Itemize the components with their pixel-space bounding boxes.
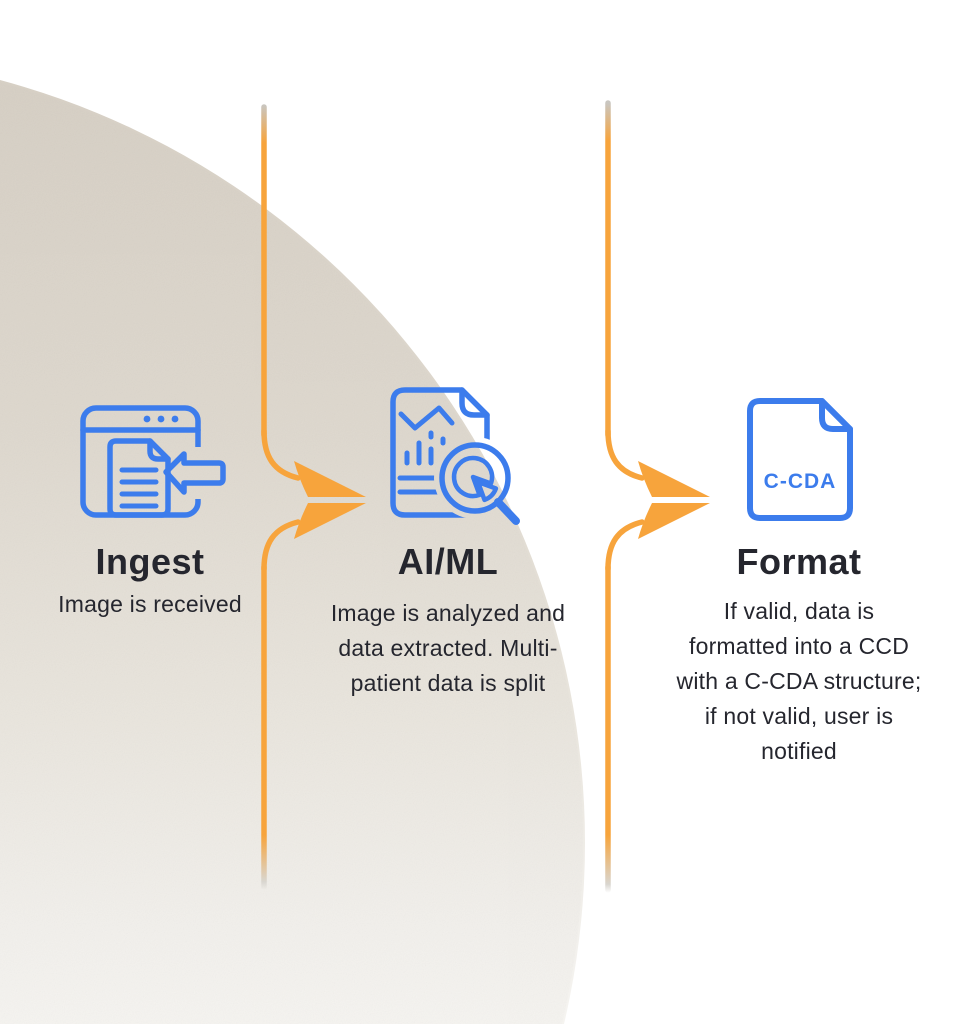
arrow-curve-bottom [261,519,301,572]
pie-chart-icon [451,455,499,503]
browser-document-import-icon [80,405,226,518]
browser-window-icon [80,405,201,518]
file-outline-icon [747,398,853,521]
step-description: If valid, data is formatted into a CCD w… [676,598,922,764]
magnifier-icon [439,442,520,525]
arrow-curve-top [605,428,645,481]
flow-connector-1 [261,104,366,890]
browser-dots-icon [143,415,179,423]
step-ai-ml: AI/ML Image is analyzed and data extract… [318,380,578,810]
arrowhead-top-blade [638,461,710,497]
flow-connector-2 [605,100,710,893]
arrowhead-top-blade [294,461,366,497]
step-description: Image is received [58,591,242,617]
step-ingest: Ingest Image is received [30,380,270,810]
bar-chart-icon [404,430,446,466]
line-chart-icon [398,405,455,431]
arrowhead-bottom-blade [638,503,710,539]
document-icon [107,438,171,518]
step-format: C-CDA Format If valid, data is formatted… [669,380,929,810]
import-arrow-icon [163,451,226,495]
text-lines-icon [397,475,458,495]
step-description: Image is analyzed and data extracted. Mu… [330,600,566,696]
arrow-curve-top [261,428,301,481]
step-title: AI/ML [397,541,499,582]
document-analytics-magnifier-icon [390,387,520,525]
arrowhead-bottom-blade [294,503,366,539]
c-cda-file-icon: C-CDA [747,398,853,521]
step-title: Ingest [95,541,205,582]
file-label: C-CDA [764,470,837,493]
arrow-curve-bottom [605,519,645,572]
step-title: Format [736,541,862,582]
